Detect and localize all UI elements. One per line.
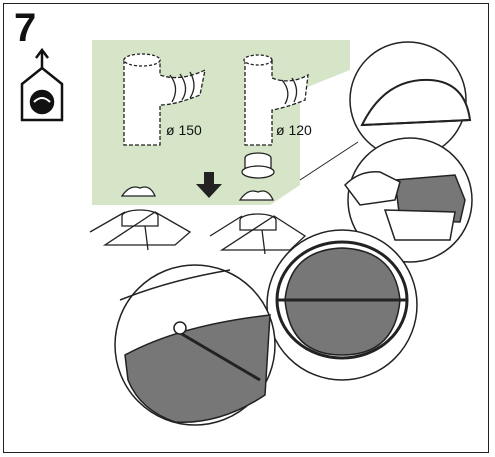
- reducer: [242, 153, 274, 178]
- label-150: ø 150: [166, 122, 202, 138]
- detail-damper: [267, 230, 417, 380]
- house-fan-icon: [22, 50, 62, 120]
- detail-hinge: [115, 265, 275, 425]
- label-120: ø 120: [276, 122, 312, 138]
